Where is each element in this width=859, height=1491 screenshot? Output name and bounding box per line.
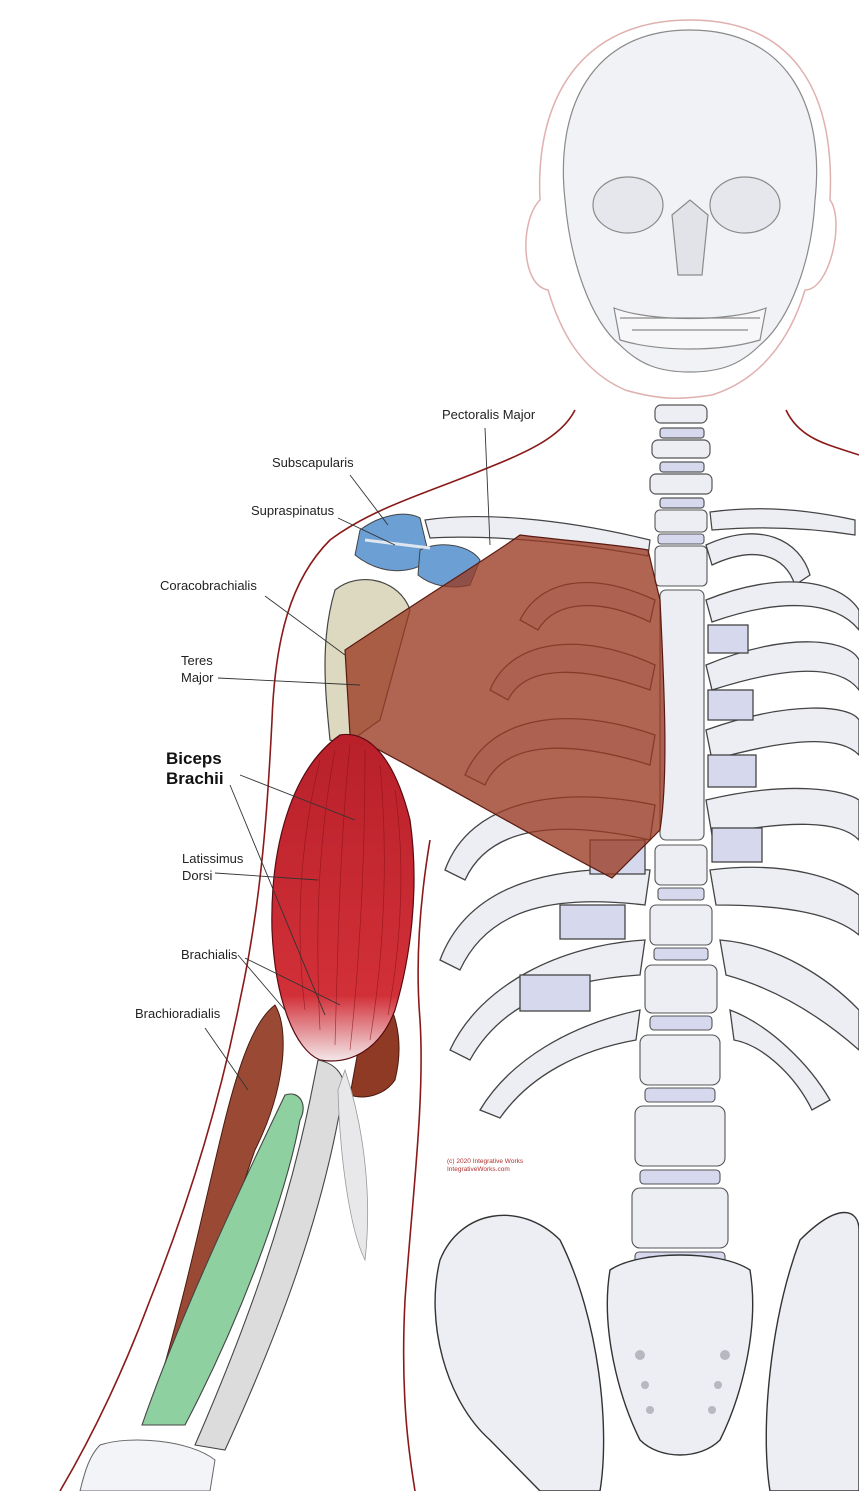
label-brachioradialis: Brachioradialis	[135, 1006, 221, 1021]
copyright-line1: (c) 2020 Integrative Works	[447, 1158, 524, 1165]
label-coracobrachialis: Coracobrachialis	[160, 578, 257, 593]
copyright-line2: IntegrativeWorks.com	[447, 1166, 510, 1173]
pelvis	[434, 1211, 859, 1491]
label-supraspinatus: Supraspinatus	[251, 503, 335, 518]
label-latissimus-dorsi-line1: Latissimus	[182, 851, 244, 866]
label-subscapularis: Subscapularis	[272, 455, 354, 470]
label-biceps-brachii-line1: Biceps	[166, 749, 222, 768]
thoracic-spine	[631, 509, 729, 1269]
cervical-spine	[649, 404, 713, 509]
label-teres-major-line2: Major	[181, 670, 214, 685]
skin-outline	[59, 409, 859, 1491]
label-teres-major-line1: Teres	[181, 653, 213, 668]
label-biceps-brachii-line2: Brachii	[166, 769, 224, 788]
label-latissimus-dorsi-line2: Dorsi	[182, 868, 213, 883]
skull	[562, 29, 818, 373]
head-outline	[525, 19, 837, 400]
label-brachialis: Brachialis	[181, 947, 238, 962]
biceps-fibers	[299, 744, 402, 1051]
label-pectoralis-major: Pectoralis Major	[442, 407, 536, 422]
pectoralis-major	[344, 534, 666, 879]
bicipital-aponeurosis	[337, 1068, 368, 1262]
radius	[141, 1093, 304, 1426]
ribs-right	[705, 533, 859, 1111]
leader-lines	[204, 427, 491, 1091]
hand-outline	[79, 1439, 216, 1491]
biceps-brachii	[271, 733, 415, 1062]
